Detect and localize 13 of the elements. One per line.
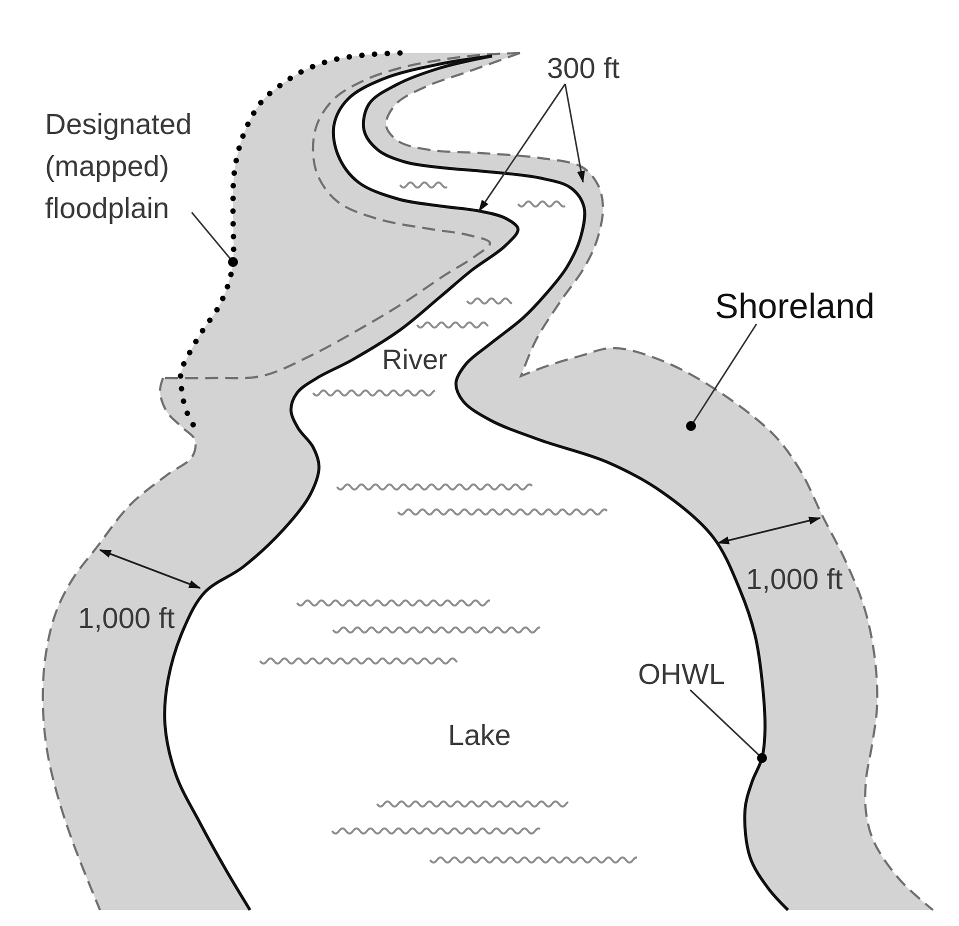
dimension-label: 1,000 ft [746,566,843,595]
leader-line [686,324,758,431]
leader-arrow [478,84,566,212]
leader-line [191,212,238,267]
callout-label: OHWL [638,661,725,690]
callout-label: Shoreland [715,289,875,324]
area-label: River [382,346,448,374]
callout-label: Designated (mapped) floodplain [45,104,192,230]
leader-line [690,689,767,763]
area-label: Lake [448,722,511,751]
dimension-label: 1,000 ft [78,605,175,634]
leader-arrow [564,84,585,183]
dimension-label: 300 ft [547,55,620,84]
